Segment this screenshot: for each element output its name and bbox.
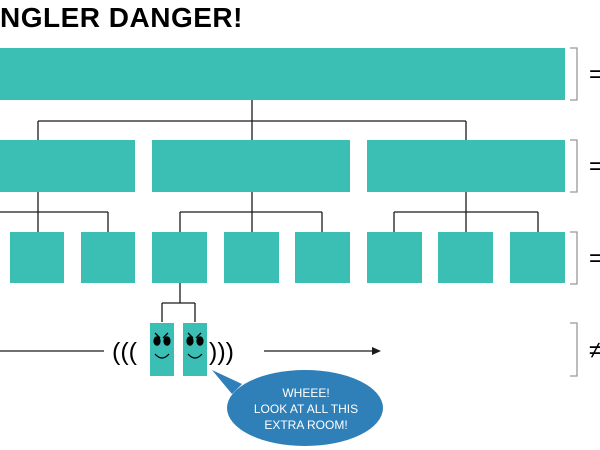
level3-box <box>295 232 350 283</box>
connector-lines <box>0 100 539 352</box>
level3-box <box>10 232 64 283</box>
wiggle-marks-right: ))) <box>209 338 234 366</box>
level3-box <box>224 232 279 283</box>
speech-bubble-text: WHEEE! LOOK AT ALL THIS EXTRA ROOM! <box>232 385 380 433</box>
squeezed-box-right <box>183 323 207 376</box>
page-title: NGLER DANGER! <box>0 2 243 33</box>
callout-line-1: WHEEE! <box>282 386 330 400</box>
top-level-box <box>0 48 565 100</box>
arrow-head-icon <box>372 347 381 355</box>
boxes <box>0 48 565 376</box>
level2-box-middle <box>152 140 350 192</box>
level3-box <box>510 232 565 283</box>
level2-box-right <box>367 140 565 192</box>
equals-symbol: = <box>589 153 600 180</box>
callout-line-2: LOOK AT ALL THIS <box>253 402 359 416</box>
face-right <box>186 332 204 359</box>
not-equals-symbol: ≠ <box>589 337 600 364</box>
level3-box <box>438 232 493 283</box>
level3-box <box>81 232 135 283</box>
level3-box <box>367 232 422 283</box>
face-left <box>153 332 171 359</box>
row-symbols: = = = ≠ <box>589 61 600 364</box>
squeezed-box-left <box>150 323 174 376</box>
speech-bubble <box>212 370 383 446</box>
wiggle-marks-left: ((( <box>112 338 138 366</box>
callout-line-3: EXTRA ROOM! <box>264 418 348 432</box>
row-brackets <box>570 47 578 377</box>
equals-symbol: = <box>589 61 600 88</box>
level3-box <box>152 232 207 283</box>
level2-box-left <box>0 140 135 192</box>
equals-symbol: = <box>589 245 600 272</box>
